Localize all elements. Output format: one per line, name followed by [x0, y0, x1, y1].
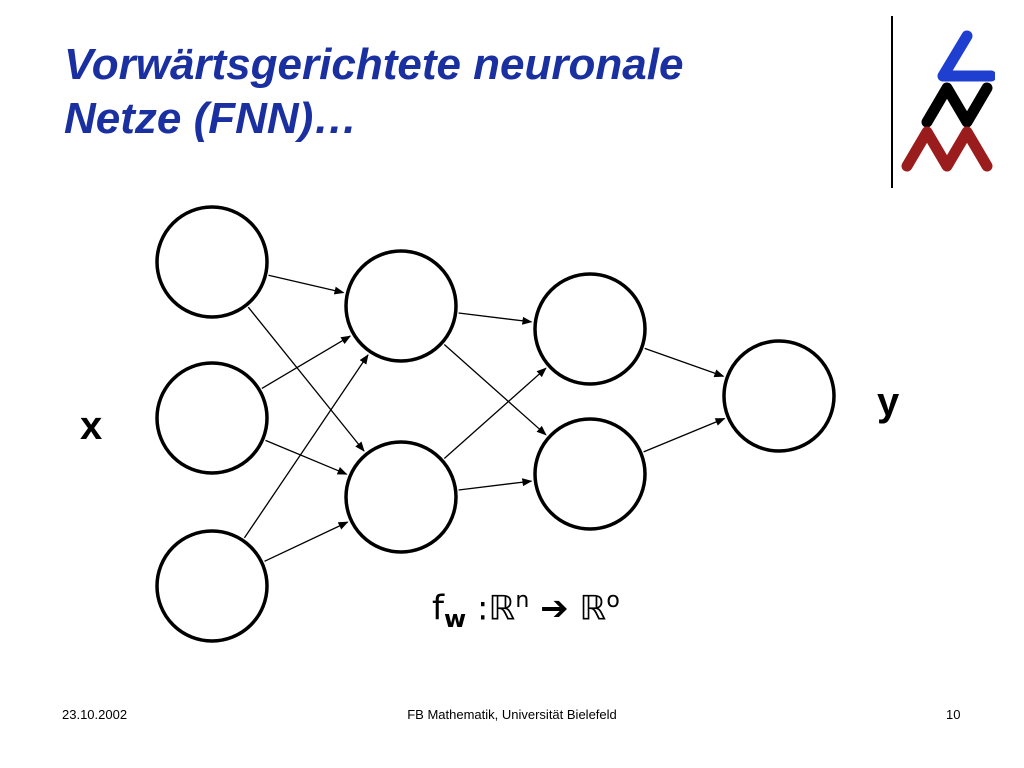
formula-domain: ℝ	[488, 588, 516, 629]
neuron-layer1-2	[155, 361, 269, 475]
slide-title: Vorwärtsgerichtete neuronale Netze (FNN)…	[64, 38, 683, 146]
connection-arrow	[247, 306, 365, 452]
connection-arrow	[458, 312, 533, 325]
connection-arrow	[443, 344, 547, 436]
connections	[243, 274, 726, 562]
mapping-formula: fw :ℝn ➔ ℝo	[432, 588, 620, 633]
connection-arrow	[644, 347, 725, 378]
neuron-layer3-1	[533, 272, 647, 386]
output-label: y	[877, 380, 900, 424]
connection-arrow	[265, 439, 348, 475]
title-line-2: Netze (FNN)…	[64, 94, 358, 143]
connection-arrow	[458, 478, 533, 491]
neuron-layer2-1	[344, 249, 458, 363]
connection-arrow	[643, 417, 726, 453]
neuron-layer1-3	[155, 529, 269, 643]
formula-arrow-icon: ➔	[529, 588, 580, 629]
formula-subscript: w	[443, 605, 467, 634]
formula-colon: :	[466, 588, 489, 629]
connection-arrow	[243, 354, 369, 539]
connection-arrow	[443, 367, 547, 459]
neuron-layer1-1	[155, 205, 269, 319]
formula-function: f	[432, 588, 444, 629]
neuron-layer3-2	[533, 417, 647, 531]
neurons	[155, 205, 836, 643]
formula-domain-exponent: n	[515, 588, 530, 613]
input-label: x	[80, 404, 103, 448]
neuron-layer4-1	[722, 339, 836, 453]
logo-red-stroke	[901, 126, 993, 172]
formula-codomain: ℝ	[579, 588, 607, 629]
connection-arrow	[268, 274, 345, 295]
neuron-layer2-2	[344, 440, 458, 554]
university-logo	[901, 30, 995, 172]
formula-codomain-exponent: o	[606, 588, 620, 613]
logo-black-stroke	[921, 82, 993, 128]
connection-arrow	[261, 335, 352, 389]
connection-arrow	[264, 521, 349, 562]
logo-blue-stroke	[937, 30, 995, 82]
footer-date: 23.10.2002	[62, 707, 128, 722]
title-line-1: Vorwärtsgerichtete neuronale	[64, 40, 684, 89]
footer-center: FB Mathematik, Universität Bielefeld	[407, 707, 617, 722]
footer-page-number: 10	[946, 707, 961, 722]
header-divider	[891, 16, 893, 188]
